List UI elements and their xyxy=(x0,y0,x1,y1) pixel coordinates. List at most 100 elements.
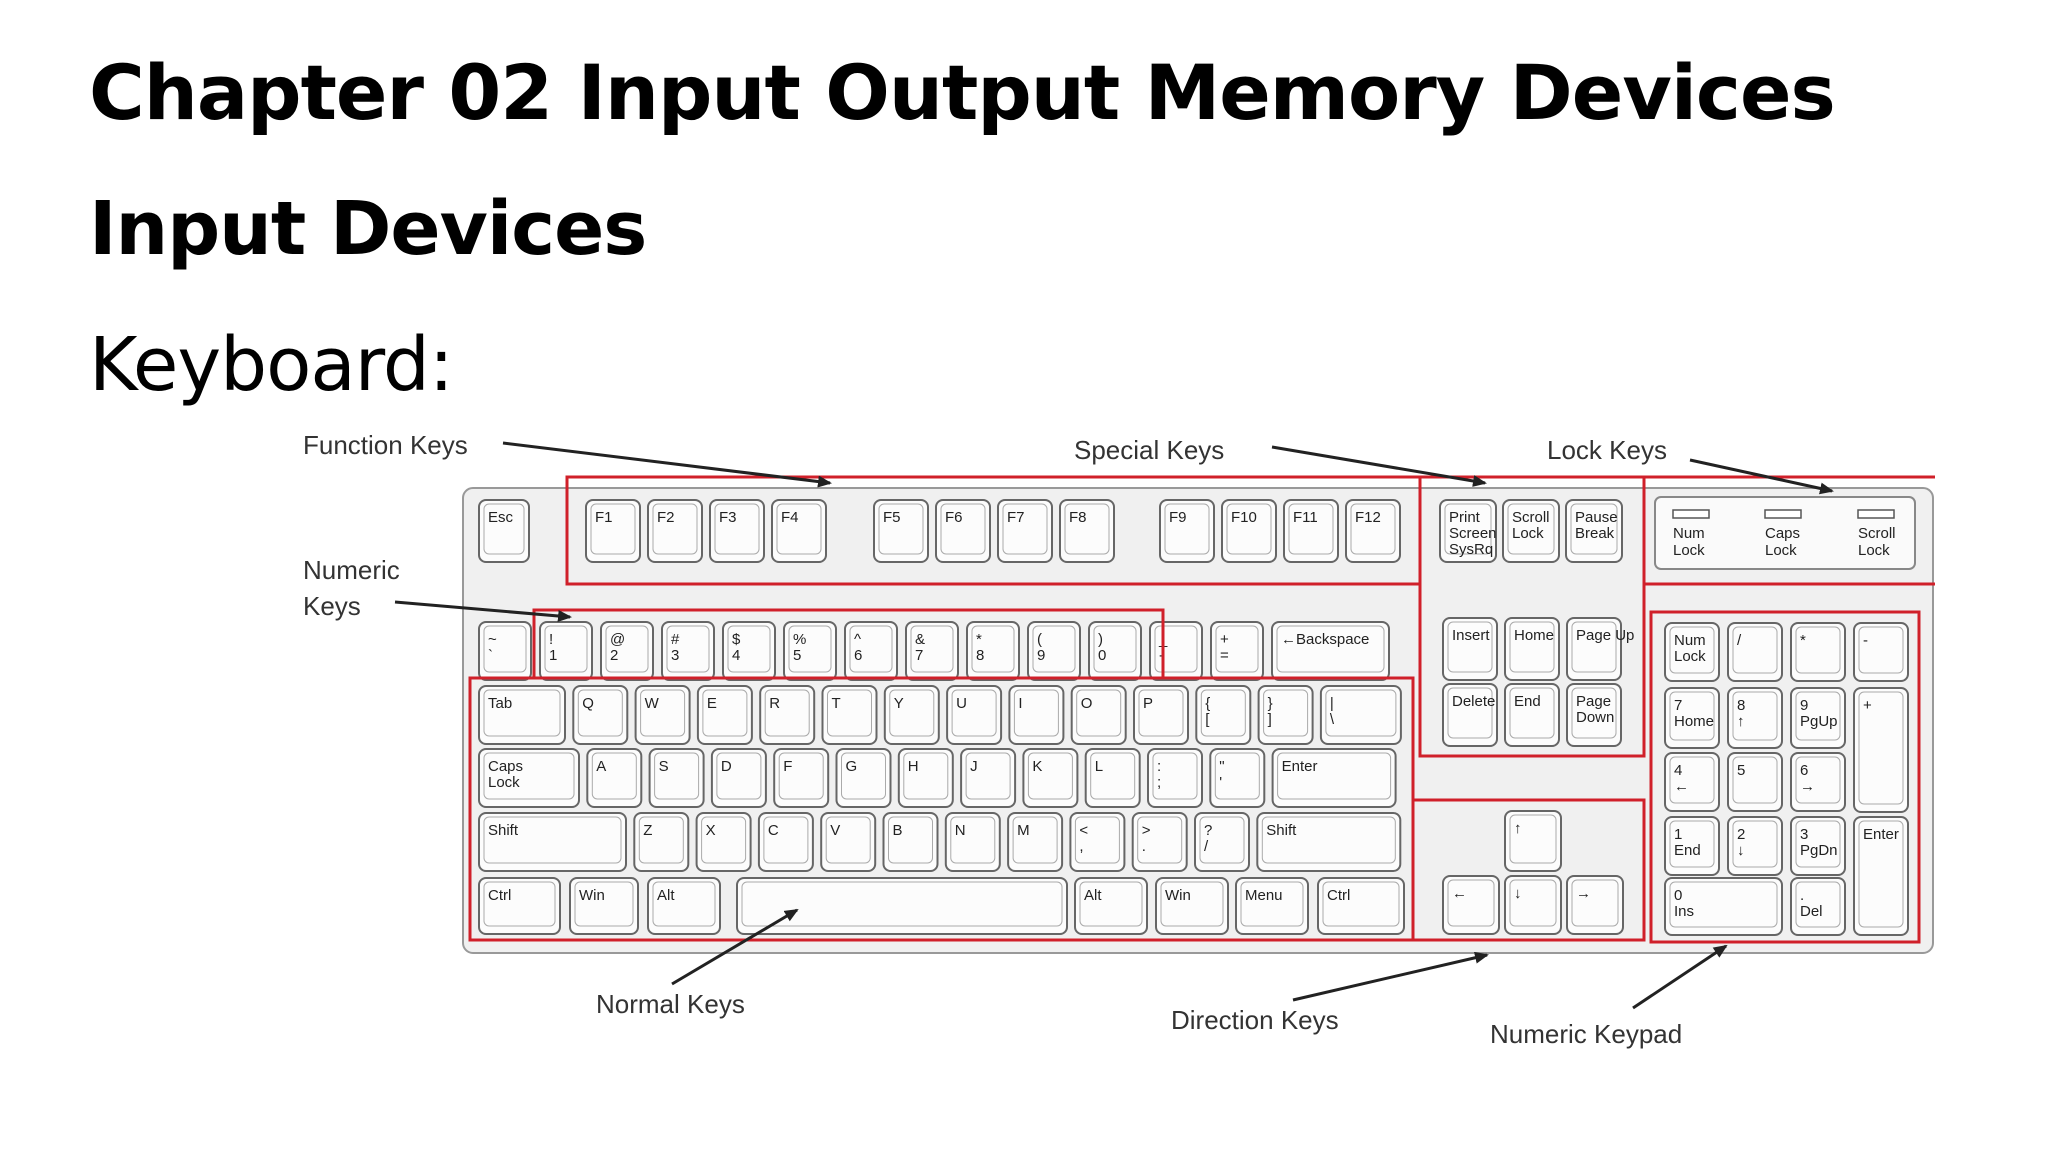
key-f3: F3 xyxy=(709,499,765,563)
key-f7-cap xyxy=(997,499,1053,563)
key-f1-cap xyxy=(585,499,641,563)
key-o-cap xyxy=(1070,685,1127,745)
key-8-face xyxy=(971,625,1015,673)
key-symbol-cap xyxy=(1069,812,1126,872)
numpad-key-4-label: 4 xyxy=(1674,762,1682,779)
numpad-key-9-pgup-face xyxy=(1795,691,1841,741)
numpad-key-enter: Enter xyxy=(1853,816,1909,936)
key-h-face xyxy=(903,752,949,800)
key-end-cap xyxy=(1504,683,1560,747)
label-numeric-keys-1: Numeric xyxy=(303,555,400,585)
key-symbol: _- xyxy=(1149,621,1203,681)
key-4-label: 4 xyxy=(732,647,740,664)
key-l-cap xyxy=(1084,748,1141,808)
key-alt-2-cap xyxy=(647,877,721,935)
key-n-cap xyxy=(944,812,1001,872)
key-symbol-cap xyxy=(1195,685,1252,745)
key-e: E xyxy=(696,685,753,745)
key-q: Q xyxy=(572,685,629,745)
key-ctrl-7-face xyxy=(1322,881,1400,927)
key-caps-lock-cap xyxy=(478,748,580,808)
key-page-up-label: Page Up xyxy=(1576,627,1634,644)
numeric-keypad-outline xyxy=(1649,610,1921,944)
key-0-label: ) xyxy=(1098,631,1103,648)
key-symbol-label: = xyxy=(1220,647,1229,664)
key-7-cap xyxy=(905,621,959,681)
key-u-cap xyxy=(946,685,1003,745)
key-f5: F5 xyxy=(873,499,929,563)
key-page-down-label: Down xyxy=(1576,709,1614,726)
key-space-3-cap xyxy=(736,877,1068,935)
key-backspace-face xyxy=(1276,625,1385,673)
key-menu-6: Menu xyxy=(1235,877,1309,935)
key-win-5: Win xyxy=(1155,877,1229,935)
key-m-face xyxy=(1012,816,1058,864)
key-m-cap xyxy=(1007,812,1064,872)
key-home-cap xyxy=(1504,617,1560,681)
key-f11: F11 xyxy=(1283,499,1339,563)
key-5-face xyxy=(788,625,832,673)
key-home: Home xyxy=(1504,617,1560,681)
label-direction-keys: Direction Keys xyxy=(1171,1005,1339,1035)
key-f12-face xyxy=(1350,503,1396,555)
key-j: J xyxy=(960,748,1017,808)
key-print-screen-sysrq-label: Screen xyxy=(1449,525,1497,542)
lock-indicator-label: Caps xyxy=(1765,525,1800,542)
key-symbol-label: ] xyxy=(1268,711,1272,728)
key-8: *8 xyxy=(966,621,1020,681)
key-s: S xyxy=(648,748,705,808)
key-symbol-label: ? xyxy=(1204,822,1212,839)
numpad-key-symbol-face xyxy=(1858,626,1904,674)
key-page-up-face xyxy=(1571,621,1617,673)
key-9-cap xyxy=(1027,621,1081,681)
key-i-face xyxy=(1013,689,1059,737)
key-9: (9 xyxy=(1027,621,1081,681)
key-symbol-label: < xyxy=(1079,822,1088,839)
numpad-key-2-face xyxy=(1732,820,1778,868)
key-backspace-label: ←Backspace xyxy=(1281,631,1369,648)
key-esc-cap xyxy=(478,499,530,563)
numpad-key-3-pgdn-label: PgDn xyxy=(1800,842,1838,859)
numpad-key-5: 5 xyxy=(1727,752,1783,812)
numpad-key-0-ins-face xyxy=(1669,881,1778,928)
key-f5-face xyxy=(878,503,924,555)
key-i: I xyxy=(1008,685,1065,745)
key-v-cap xyxy=(820,812,877,872)
key-delete-label: Delete xyxy=(1452,693,1495,710)
slide-subtitle: Input Devices xyxy=(89,186,647,272)
key-f3-label: F3 xyxy=(719,509,737,526)
numpad-key-7-home-cap xyxy=(1664,687,1720,749)
key-l-label: L xyxy=(1095,758,1103,775)
key-print-screen-sysrq-face xyxy=(1444,503,1492,555)
key-v-face xyxy=(825,816,871,864)
key-6-label: 6 xyxy=(854,647,862,664)
key-g-face xyxy=(841,752,886,800)
numpad-key-9-pgup-cap xyxy=(1790,687,1846,749)
key-symbol-label: } xyxy=(1268,695,1273,712)
key-menu-6-face xyxy=(1240,881,1304,927)
key-r: R xyxy=(759,685,816,745)
key-home-face xyxy=(1509,621,1555,673)
key-t-face xyxy=(827,689,872,737)
special-keys-outline xyxy=(1418,475,1646,758)
key-5-label: 5 xyxy=(793,647,801,664)
arrow-lock-keys xyxy=(1689,458,1834,495)
lock-indicator-light xyxy=(1764,509,1802,519)
key-symbol-face xyxy=(1200,689,1246,737)
key-f7: F7 xyxy=(997,499,1053,563)
key-symbol: {[ xyxy=(1195,685,1252,745)
key-delete: Delete xyxy=(1442,683,1498,747)
numpad-key-7-home-face xyxy=(1669,691,1715,741)
key-s-cap xyxy=(648,748,705,808)
key-g-label: G xyxy=(846,758,858,775)
key-ctrl-7-label: Ctrl xyxy=(1327,887,1350,904)
key-f5-label: F5 xyxy=(883,509,901,526)
numpad-key-2-label: ↓ xyxy=(1737,842,1745,859)
key-o-face xyxy=(1076,689,1122,737)
key-scroll-lock-label: Scroll xyxy=(1512,509,1550,526)
key-win-5-label: Win xyxy=(1165,887,1191,904)
key-arrow-right-label: → xyxy=(1576,885,1591,902)
numpad-key-1-end-cap xyxy=(1664,816,1720,876)
